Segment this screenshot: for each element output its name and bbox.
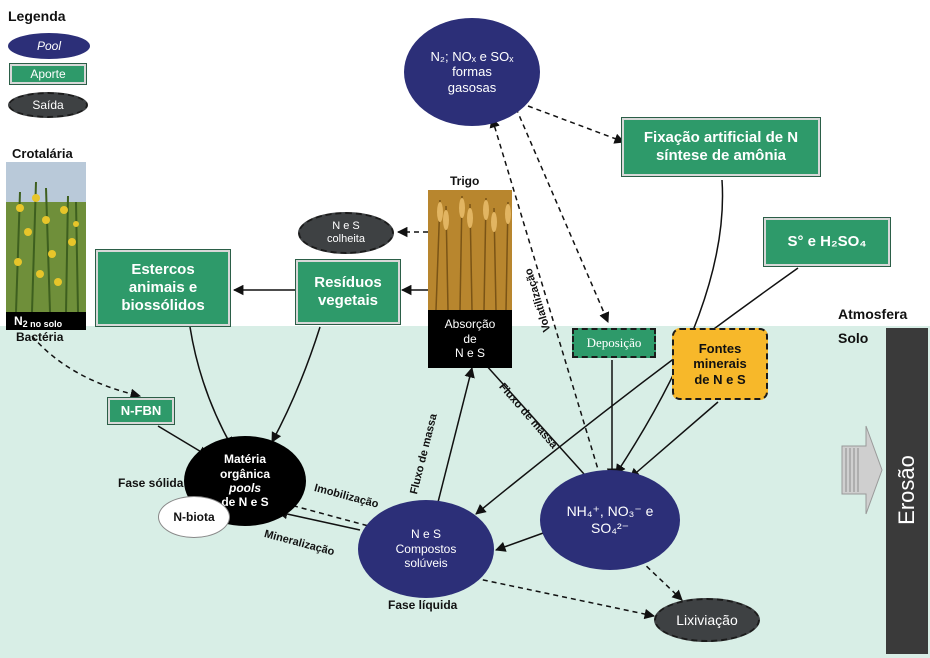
fontes-line1: Fontes [698, 340, 742, 356]
soil-background [0, 326, 930, 658]
lixiviacao-ellipse: Lixiviação [654, 598, 760, 642]
fixacao-line1: Fixação artificial de N [643, 129, 799, 146]
absorcao-line2: de [463, 331, 477, 346]
bacteria-label: Bactéria [16, 330, 64, 344]
nh4-line1: NH₄⁺, NO₃⁻ e [566, 503, 654, 520]
absorcao-line1: Absorção [444, 317, 496, 332]
legend-title: Legenda [8, 8, 66, 24]
arrow-estercos-to-materia [189, 326, 233, 448]
colheita-line2: colheita [327, 233, 365, 245]
fontes-minerais-box: Fontes minerais de N e S [672, 328, 768, 400]
residuos-box: Resíduos vegetais [296, 260, 400, 324]
deposicao-box: Deposição [572, 328, 656, 358]
solo-label: Solo [838, 330, 869, 346]
arrow-gases-to-deposicao [515, 107, 610, 323]
nfbn-box: N-FBN [108, 398, 174, 424]
materia-line2: orgânica [219, 466, 270, 481]
fontes-line3: de N e S [694, 371, 746, 387]
crotalaria-photo [6, 162, 86, 312]
gases-line3: gasosas [447, 79, 497, 95]
estercos-box: Estercos animais e biossólidos [96, 250, 230, 326]
gases-line2: formas [452, 64, 492, 80]
arrow-fontes-to-nh4 [629, 401, 719, 479]
gases-pool: N₂; NOₓ e SOₓ formas gasosas [404, 18, 540, 126]
fontes-line2: minerais [693, 356, 747, 372]
compostos-line3: solúveis [404, 556, 448, 571]
legend-saida: Saída [8, 92, 88, 118]
crotalaria-caption-sub: 2 no solo [22, 318, 63, 329]
erosao-arrow-icon [841, 425, 883, 515]
fase-solida-label: Fase sólida [118, 476, 184, 490]
arrow-gases-to-fixacao [527, 105, 625, 144]
colheita-line1: N e S [332, 219, 360, 232]
compostos-line2: Compostos [395, 541, 457, 556]
trigo-photo [428, 190, 512, 310]
crotalaria-caption-main: N [14, 313, 23, 328]
erosao-column [886, 328, 928, 654]
compostos-line1: N e S [410, 527, 441, 542]
colheita-ellipse: N e S colheita [298, 212, 394, 254]
s-h2so4-box: S° e H₂SO₄ [764, 218, 890, 266]
materia-line3: pools [229, 481, 261, 495]
arrow-bacteria-to-nfbn [31, 335, 142, 400]
materia-line1: Matéria [223, 452, 267, 467]
atmosfera-label: Atmosfera [838, 306, 908, 322]
arrow-compostos-to-trigo [433, 366, 475, 519]
nh4-line2: SO₄²⁻ [591, 520, 629, 536]
trigo-title: Trigo [450, 174, 480, 188]
fixacao-line2: síntese de amônia [655, 147, 787, 164]
nh4-no3-so4-pool: NH₄⁺, NO₃⁻ e SO₄²⁻ [540, 470, 680, 570]
crotalaria-title: Crotalária [12, 146, 73, 161]
arrow-residuos-to-materia [271, 326, 321, 443]
gases-line1: N₂; NOₓ e SOₓ [430, 48, 514, 64]
absorcao-line3: N e S [454, 346, 485, 361]
arrow-nh4-to-trigo [475, 353, 585, 475]
arrow-nh4-to-compostos [495, 531, 547, 552]
n-biota-ellipse: N-biota [158, 496, 230, 538]
arrow-compostos-to-mineralizacao [276, 508, 361, 531]
absorcao-box: Absorção de N e S [428, 310, 512, 368]
fixacao-box: Fixação artificial de N síntese de amôni… [622, 118, 820, 176]
compostos-soluveis-pool: N e S Compostos solúveis [358, 500, 494, 598]
arrow-nh4-to-lixiviacao [639, 559, 683, 601]
arrow-compostos-to-lixiviacao [473, 577, 656, 620]
arrow-fixacao-to-nh4 [615, 179, 724, 475]
arrow-s-to-compostos [475, 267, 799, 515]
fase-liquida-label: Fase líquida [388, 598, 458, 612]
materia-line4: de N e S [221, 495, 269, 510]
legend-pool: Pool [8, 33, 90, 59]
erosao-label: Erosão [894, 455, 919, 525]
legend-aporte: Aporte [10, 64, 86, 84]
